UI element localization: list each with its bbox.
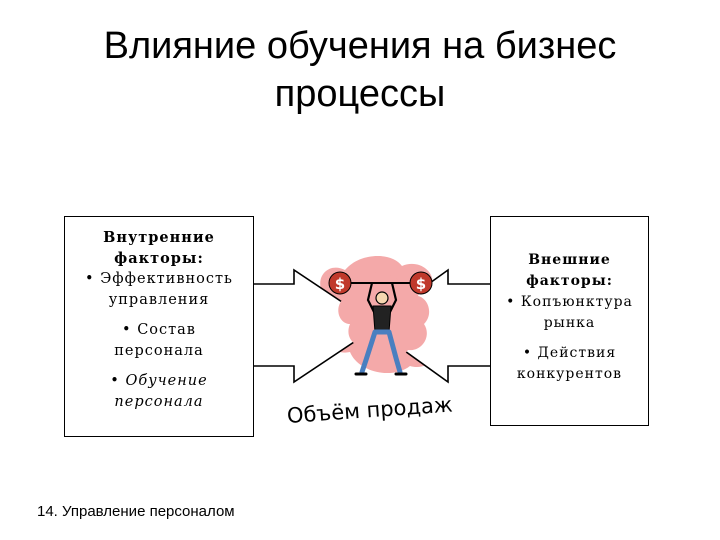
legs [359,329,403,375]
internal-factor-1-line1: • Эффективность [85,271,233,287]
left-arm [366,282,375,313]
internal-factor-2-line1: • Состав [122,322,196,338]
external-factor-1-line2: рынка [543,315,596,331]
internal-factor-3-line1: • Обучение [110,373,208,389]
external-factors-box: Внешние факторы: • Копъюнктура рынка • Д… [490,216,649,426]
slide-title-line2: процессы [274,73,446,115]
weightlifter: $ $ [328,271,433,376]
torso [372,305,392,333]
internal-factors-heading-line1: Внутренние [103,229,215,246]
slide-title-line1: Влияние обучения на бизнес [103,25,617,67]
internal-factors-box: Внутренние факторы: • Эффективность упра… [64,216,254,437]
weight-right-symbol: $ [416,275,426,293]
external-factor-2-line1: • Действия [522,345,617,361]
weight-left-symbol: $ [335,275,345,293]
slide-title: Влияние обучения на бизнес процессы [60,22,660,118]
external-factor-2-line2: конкурентов [516,366,623,382]
internal-factors-heading-line2: факторы: [114,250,204,267]
external-factors-heading-line2: факторы: [526,273,613,289]
external-factors-heading-line1: Внешние [528,252,611,268]
right-arm [389,282,398,313]
external-factor-1-line1: • Копъюнктура [506,294,633,310]
internal-factor-1-line2: управления [108,292,210,308]
internal-factor-2-line2: персонала [114,343,204,359]
internal-factor-3-line2: персонала [114,394,204,410]
weight-left [328,271,352,295]
slide-footer: 14. Управление персоналом [37,503,235,520]
head [375,291,389,305]
weight-right [409,271,433,295]
